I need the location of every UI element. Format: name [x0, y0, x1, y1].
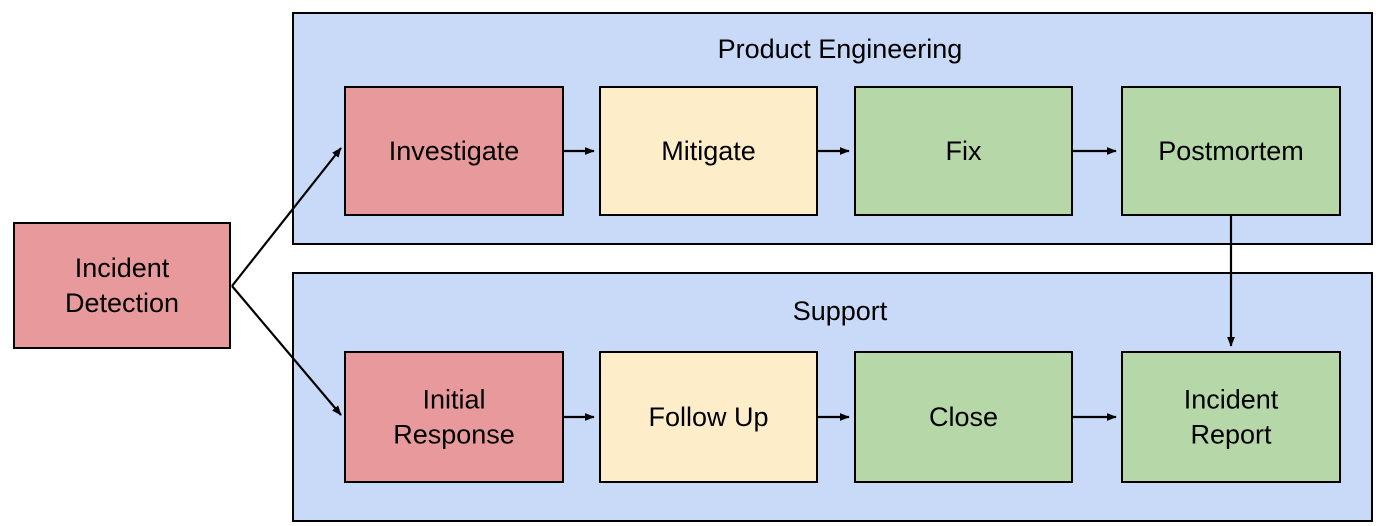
node-postmortem[interactable]: Postmortem [1121, 86, 1341, 216]
node-initial-response-box[interactable] [344, 351, 564, 483]
node-mitigate-label: Mitigate [661, 136, 756, 166]
node-fix[interactable]: Fix [854, 86, 1073, 216]
node-follow-up-box[interactable] [599, 351, 818, 483]
edges-layer [231, 147, 1235, 421]
node-incident-detection-box[interactable] [13, 222, 231, 349]
node-follow-up[interactable]: Follow Up [599, 351, 818, 483]
node-incident-detection-label: Incident [75, 253, 170, 283]
node-mitigate[interactable]: Mitigate [599, 86, 818, 216]
node-postmortem-label: Postmortem [1158, 136, 1304, 166]
node-fix-label: Fix [946, 136, 982, 166]
node-close-label: Close [929, 402, 998, 432]
node-close[interactable]: Close [854, 351, 1073, 483]
node-investigate[interactable]: Investigate [344, 86, 564, 216]
node-investigate-label: Investigate [389, 136, 520, 166]
node-incident-report-label: Report [1190, 420, 1272, 450]
node-incident-detection-label: Detection [65, 288, 179, 318]
lane-support-title: Support [793, 296, 888, 326]
node-close-box[interactable] [854, 351, 1073, 483]
node-investigate-box[interactable] [344, 86, 564, 216]
node-incident-report-box[interactable] [1121, 351, 1341, 483]
lane-product-engineering-title: Product Engineering [718, 34, 963, 64]
edge-detection-to-initial-response [231, 285, 342, 416]
node-initial-response-label: Initial [422, 385, 485, 415]
edge-detection-to-investigate [231, 147, 342, 287]
node-initial-response-label: Response [393, 420, 515, 450]
node-mitigate-box[interactable] [599, 86, 818, 216]
node-incident-report-label: Incident [1184, 385, 1279, 415]
node-postmortem-box[interactable] [1121, 86, 1341, 216]
node-follow-up-label: Follow Up [648, 402, 768, 432]
node-fix-box[interactable] [854, 86, 1073, 216]
